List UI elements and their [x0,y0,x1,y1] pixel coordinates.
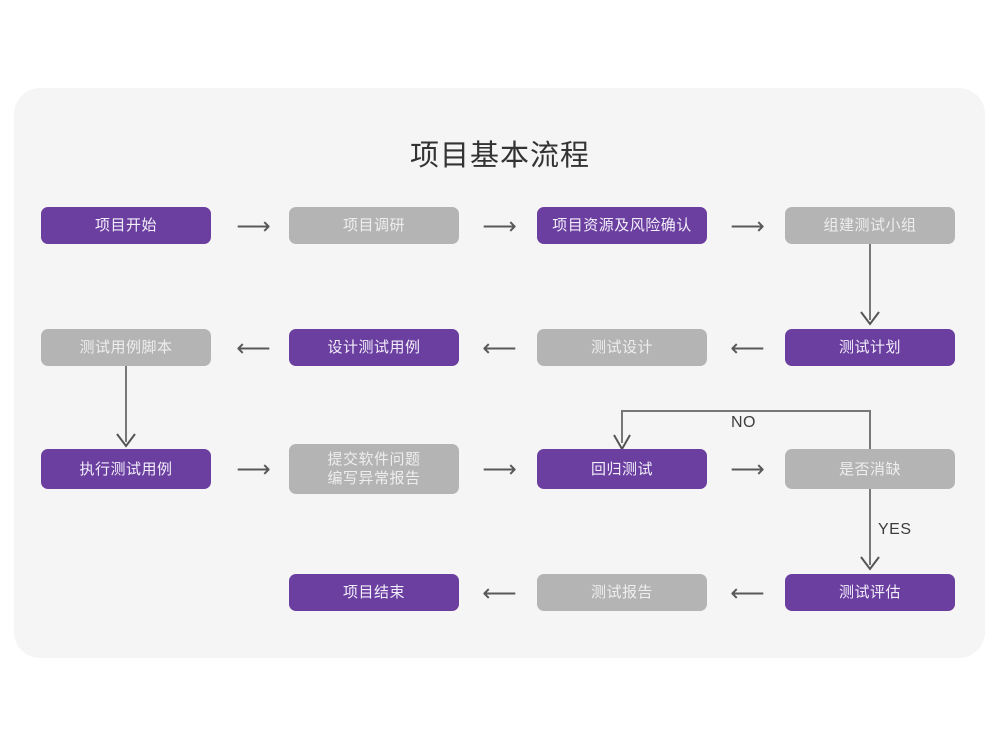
arrow-right-1: ⟶ [236,211,271,240]
page-title: 项目基本流程 [409,138,590,172]
node-resource-risk-confirm[interactable]: 项目资源及风险确认 [537,207,707,244]
arrow-right-6: ⟶ [730,454,765,483]
node-test-case-script[interactable]: 测试用例脚本 [41,329,211,366]
flowchart-card [14,88,985,658]
arrow-left-3: ⟵ [730,333,765,362]
connector-yes [860,489,880,571]
node-design-test-cases[interactable]: 设计测试用例 [289,329,459,366]
node-project-start[interactable]: 项目开始 [41,207,211,244]
node-project-end[interactable]: 项目结束 [289,574,459,611]
node-test-design[interactable]: 测试设计 [537,329,707,366]
node-defect-cleared[interactable]: 是否消缺 [785,449,955,489]
edge-label-no: NO [731,414,756,431]
arrow-right-5: ⟶ [482,454,517,483]
node-project-research[interactable]: 项目调研 [289,207,459,244]
node-test-evaluation[interactable]: 测试评估 [785,574,955,611]
connector-script-to-execute [116,366,136,448]
arrow-left-4: ⟵ [482,578,517,607]
arrow-left-2: ⟵ [482,333,517,362]
arrow-right-2: ⟶ [482,211,517,240]
connector-team-to-plan [860,244,880,326]
node-test-plan[interactable]: 测试计划 [785,329,955,366]
node-submit-issue-report[interactable]: 提交软件问题 编写异常报告 [289,444,459,494]
node-regression-test[interactable]: 回归测试 [537,449,707,489]
edge-label-yes: YES [878,521,912,538]
arrow-right-3: ⟶ [730,211,765,240]
node-test-report[interactable]: 测试报告 [537,574,707,611]
node-form-test-team[interactable]: 组建测试小组 [785,207,955,244]
node-execute-test-cases[interactable]: 执行测试用例 [41,449,211,489]
arrow-left-1: ⟵ [236,333,271,362]
arrow-left-5: ⟵ [730,578,765,607]
arrow-right-4: ⟶ [236,454,271,483]
